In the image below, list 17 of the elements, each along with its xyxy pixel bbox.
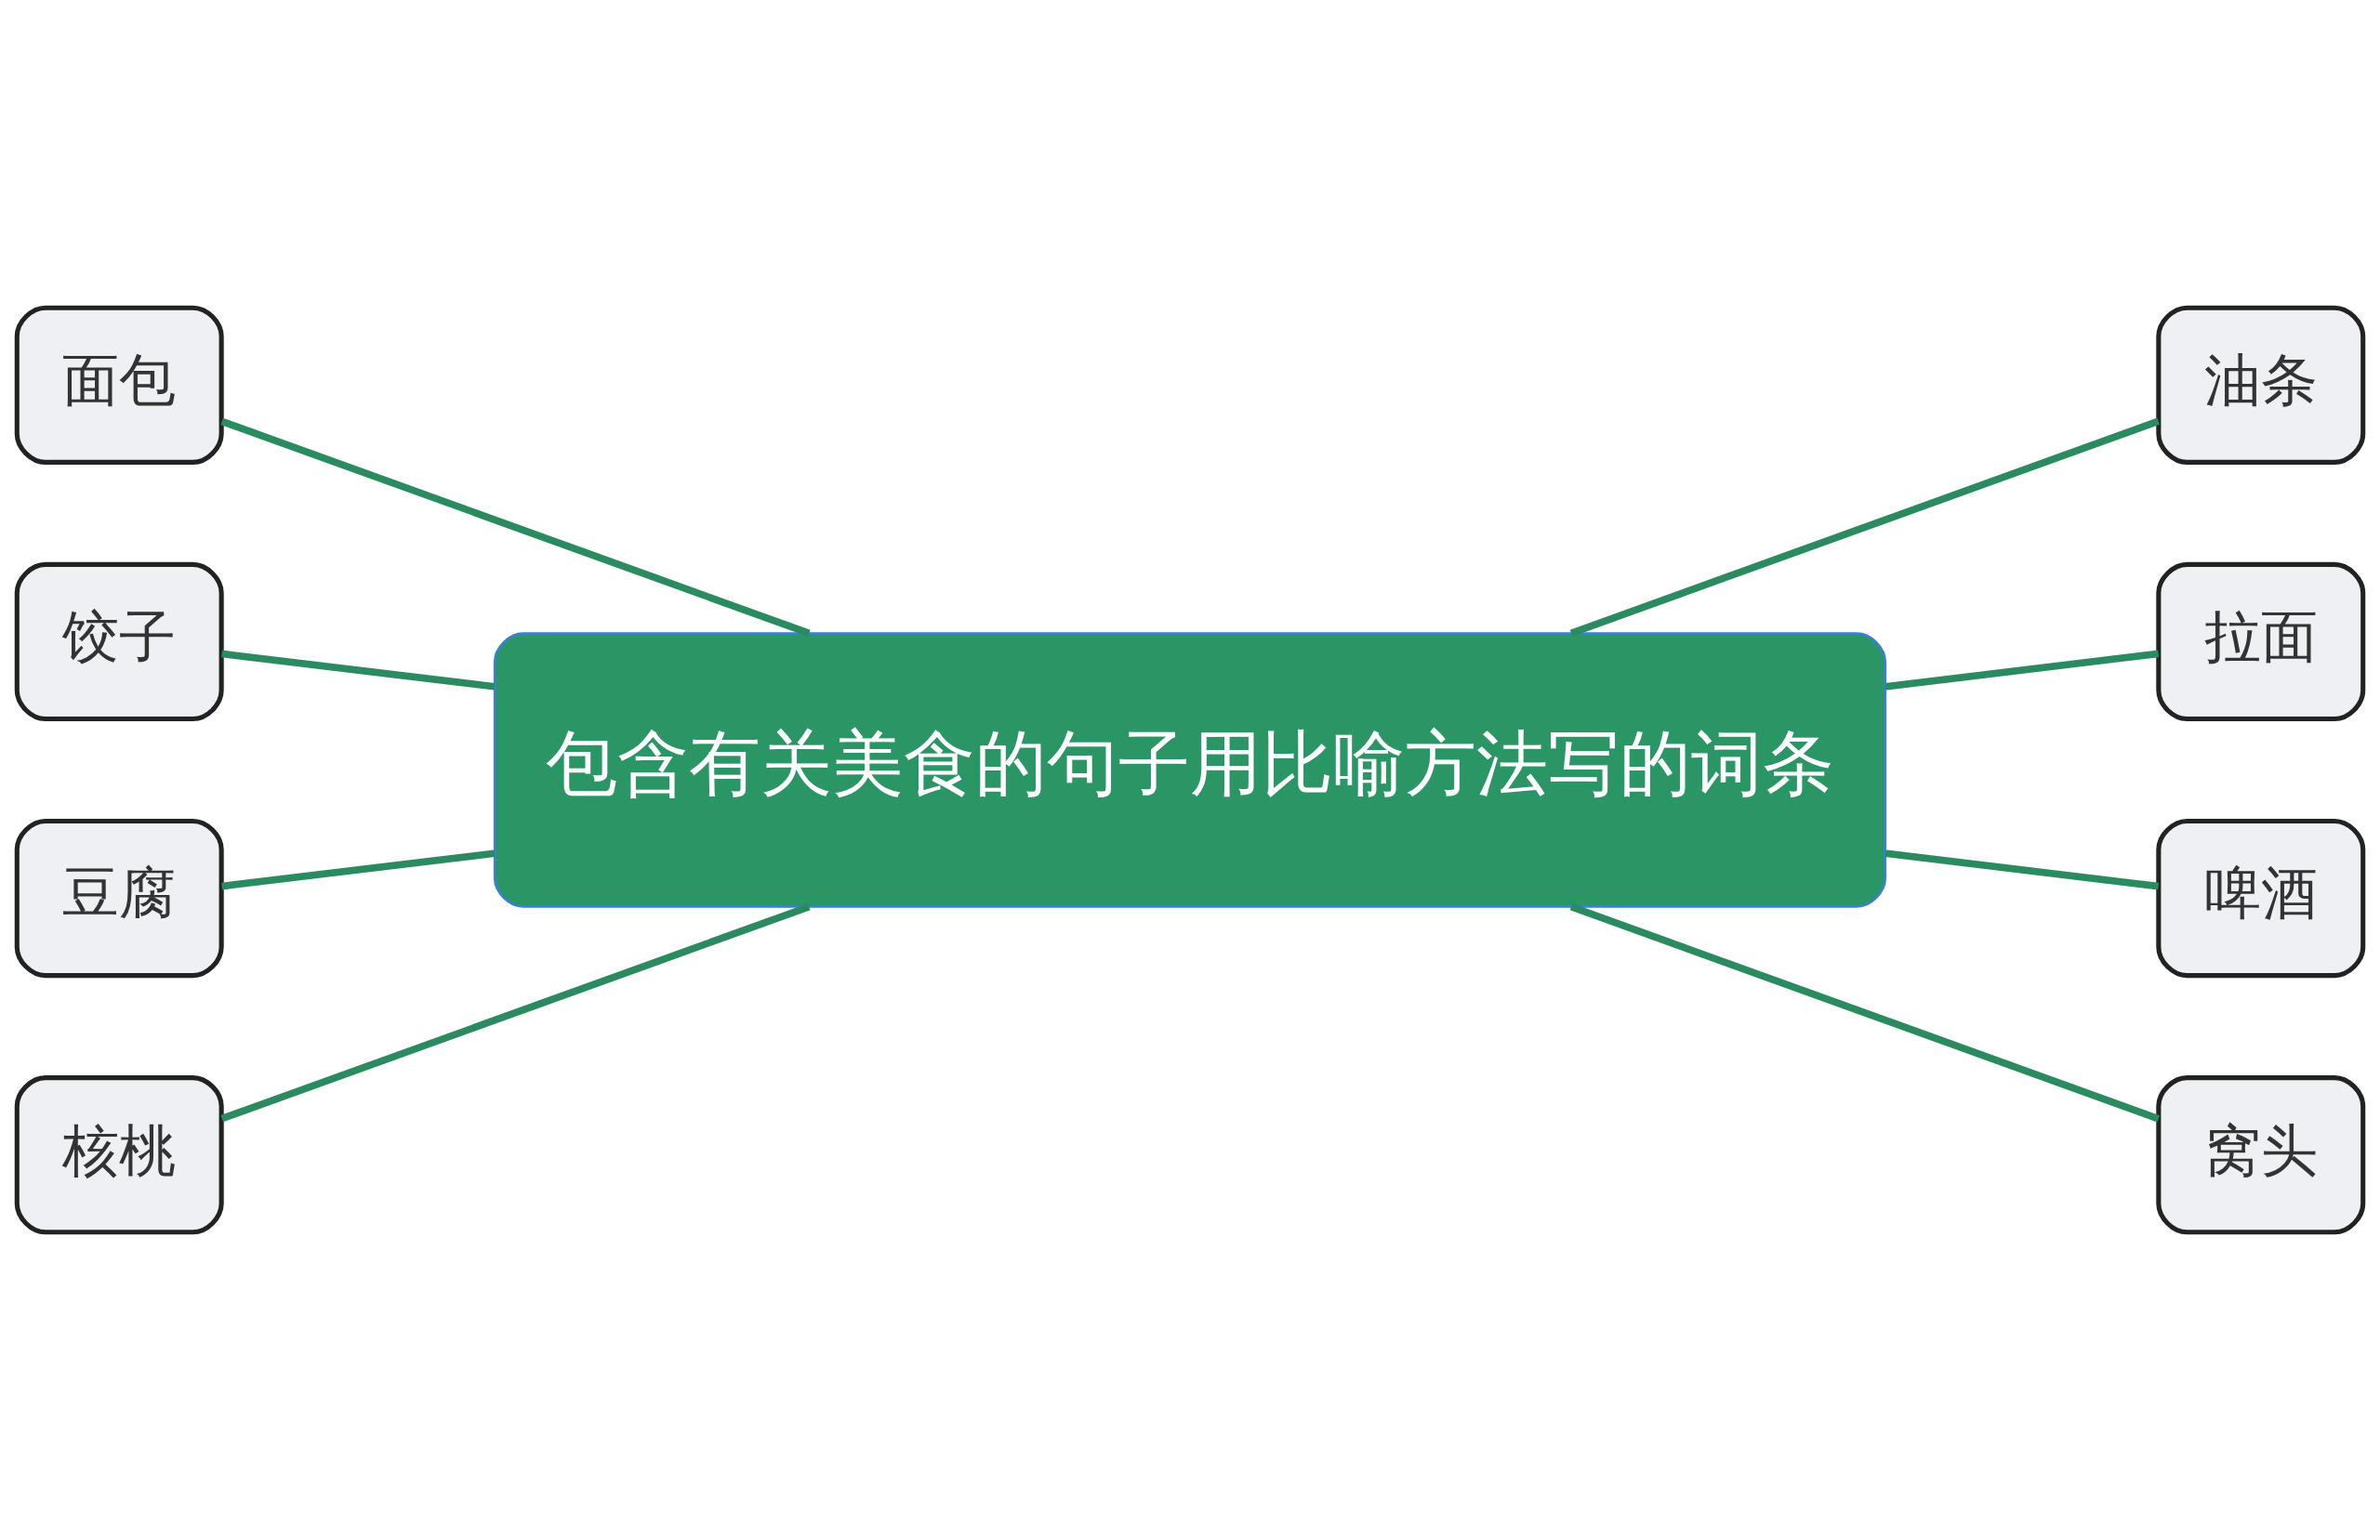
node-box: 核桃 xyxy=(14,1075,224,1235)
connector xyxy=(1569,903,2161,1123)
connector xyxy=(220,902,811,1123)
node-box: 饺子 xyxy=(14,561,224,722)
node-box: 油条 xyxy=(2156,305,2366,465)
connector xyxy=(220,417,811,638)
node-box: 面包 xyxy=(14,305,224,465)
node-box: 窝头 xyxy=(2156,1075,2366,1235)
connector xyxy=(1884,849,2160,890)
connector xyxy=(221,849,496,890)
node-box: 包含有关美食的句子用比喻方法写的词条 xyxy=(493,632,1887,908)
node-box: 豆腐 xyxy=(14,818,224,979)
connector xyxy=(1884,650,2160,691)
node-box: 拉面 xyxy=(2156,561,2366,722)
connector xyxy=(1569,417,2161,637)
node-box: 啤酒 xyxy=(2156,818,2366,979)
connector xyxy=(221,650,496,691)
